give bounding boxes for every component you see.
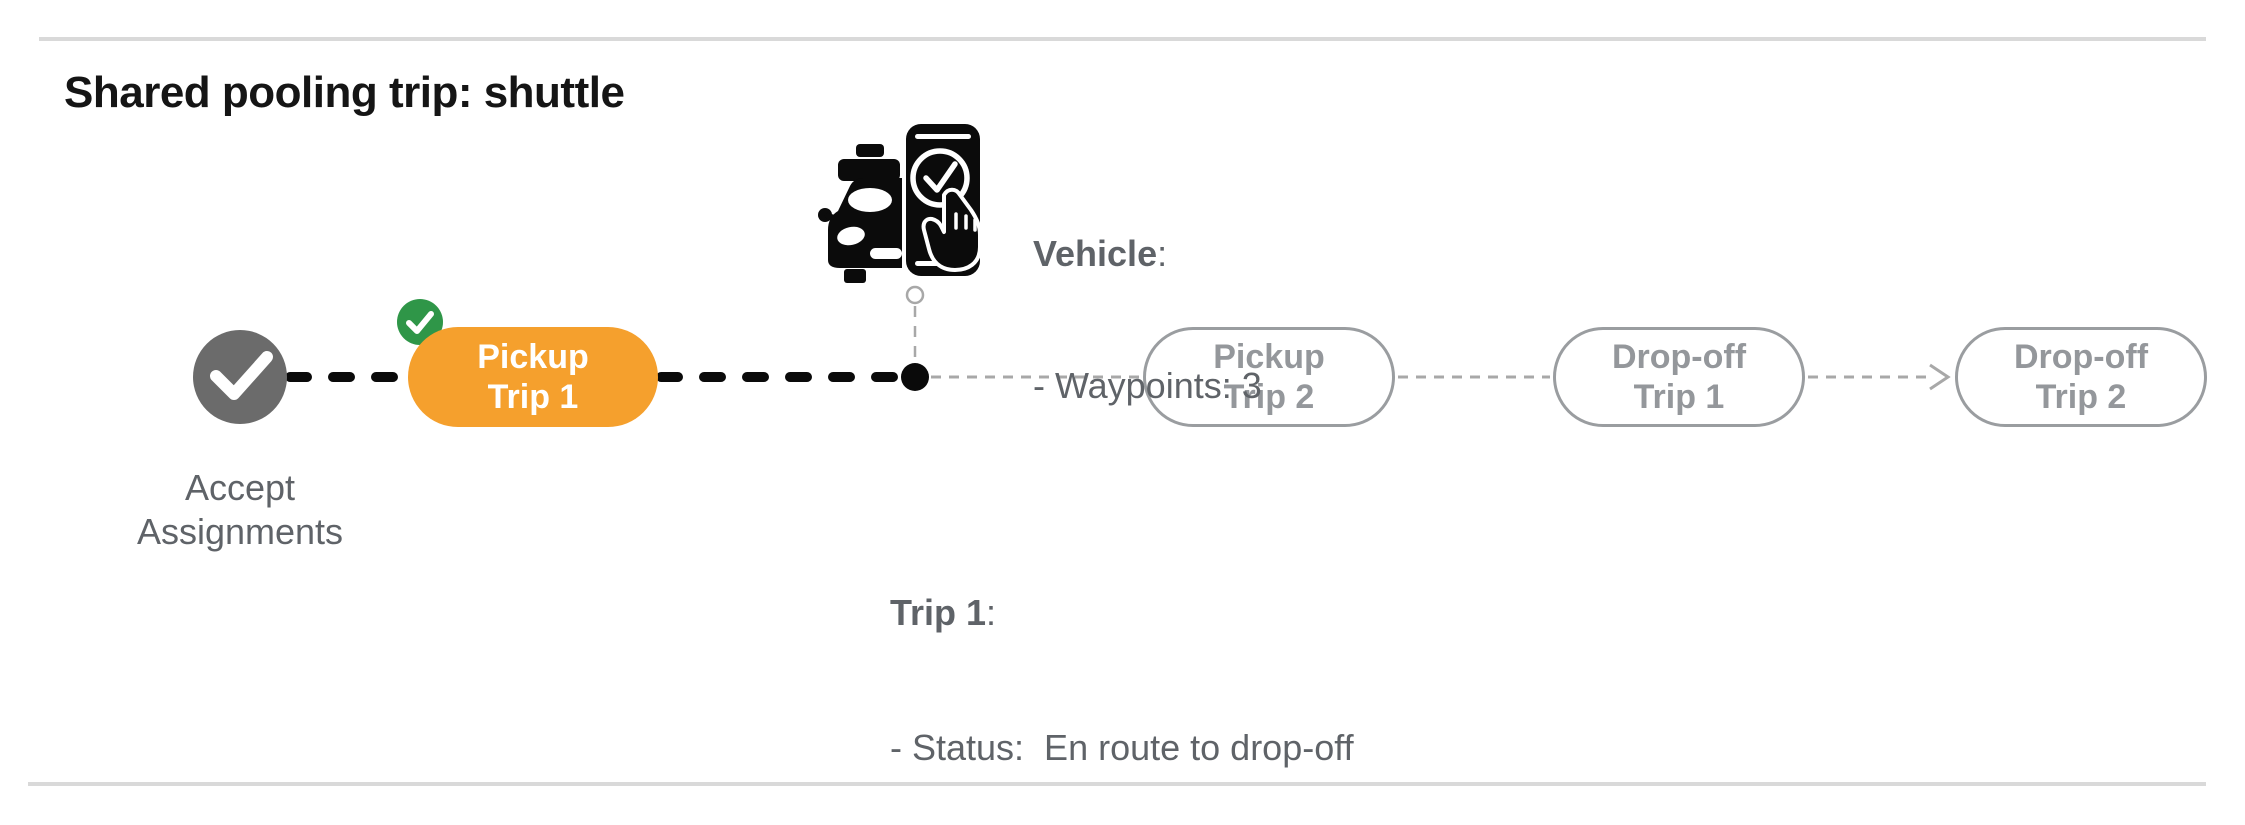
completed-check-icon xyxy=(193,330,287,424)
pill-line1: Drop-off xyxy=(1611,338,1747,376)
trip1-heading: Trip 1: xyxy=(890,592,997,633)
trip-info: Trip 1: - Status: En route to drop-off -… xyxy=(890,500,1354,825)
vehicle-info: Vehicle: - Waypoints: 3 xyxy=(1033,144,1262,496)
step-accept-assignments xyxy=(193,330,287,424)
vehicle-info-heading: Vehicle: xyxy=(1033,233,1168,274)
pill-line1: Drop-off xyxy=(2013,338,2149,376)
pill-line2: Trip 1 xyxy=(487,378,579,416)
bottom-divider xyxy=(28,782,2206,786)
top-divider xyxy=(39,37,2206,41)
vehicle-phone-check-icon xyxy=(818,118,988,285)
accept-assignments-label: Accept Assignments xyxy=(137,466,343,554)
pill-pickup-trip-1: Pickup Trip 1 xyxy=(408,327,658,427)
pill-line2: Trip 1 xyxy=(1633,378,1725,416)
pill-drop-off-trip-1: Drop-off Trip 1 xyxy=(1553,327,1805,427)
vehicle-marker-circle xyxy=(905,285,925,305)
vehicle-info-line: - Waypoints: 3 xyxy=(1033,365,1262,406)
pill-line2: Trip 2 xyxy=(2035,378,2127,416)
page-title: Shared pooling trip: shuttle xyxy=(64,68,625,117)
pill-drop-off-trip-2: Drop-off Trip 2 xyxy=(1955,327,2207,427)
accept-label-line1: Accept xyxy=(184,467,296,508)
pill-line1: Pickup xyxy=(477,338,589,376)
trip1-status-line: - Status: En route to drop-off xyxy=(890,727,1354,768)
flow-arrow-icon xyxy=(1929,363,1951,391)
current-position-dot xyxy=(901,363,929,391)
accept-label-line2: Assignments xyxy=(136,511,344,552)
pill-pickup-trip-2: Pickup Trip 2 xyxy=(1143,327,1395,427)
pill-line2: Trip 2 xyxy=(1223,378,1315,416)
pill-line1: Pickup xyxy=(1213,338,1325,376)
